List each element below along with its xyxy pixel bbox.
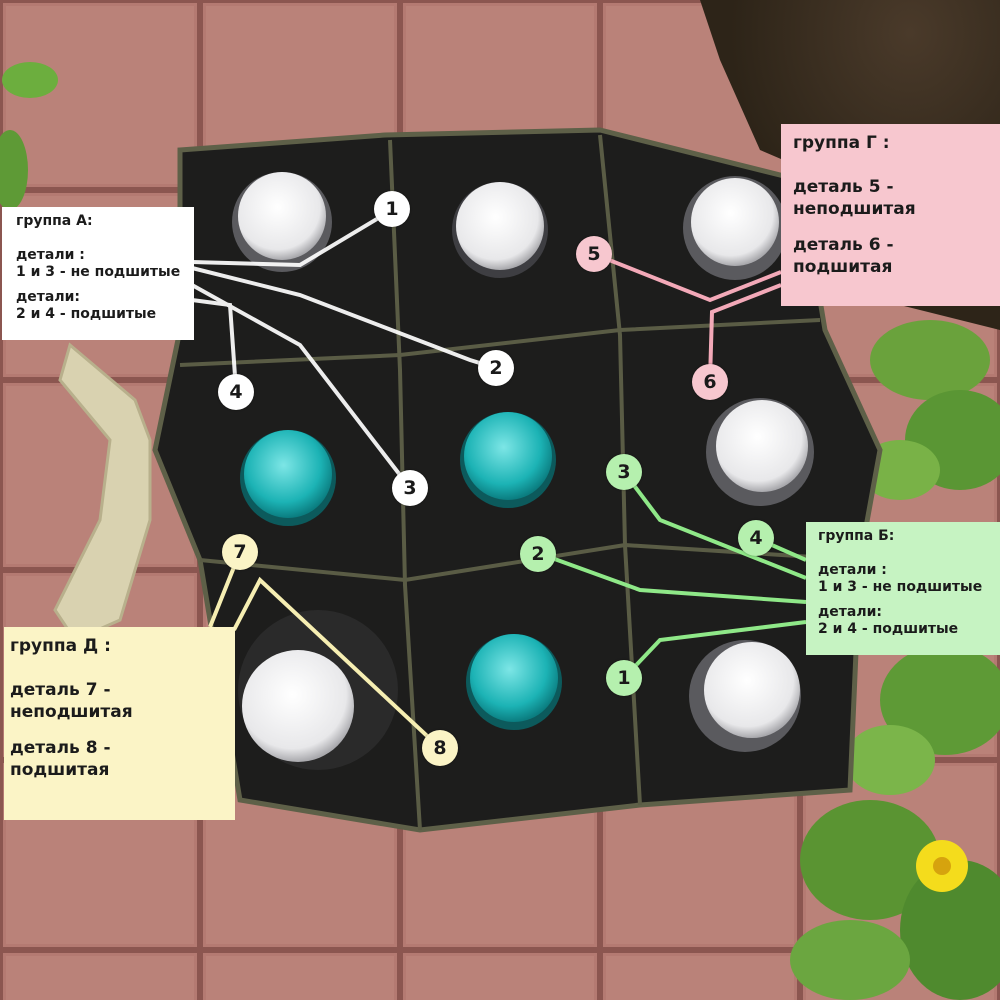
pink-connectors [593, 252, 782, 381]
bottle-caps [232, 172, 814, 770]
green-plants [0, 62, 1000, 1000]
yellow-flower [916, 840, 968, 892]
